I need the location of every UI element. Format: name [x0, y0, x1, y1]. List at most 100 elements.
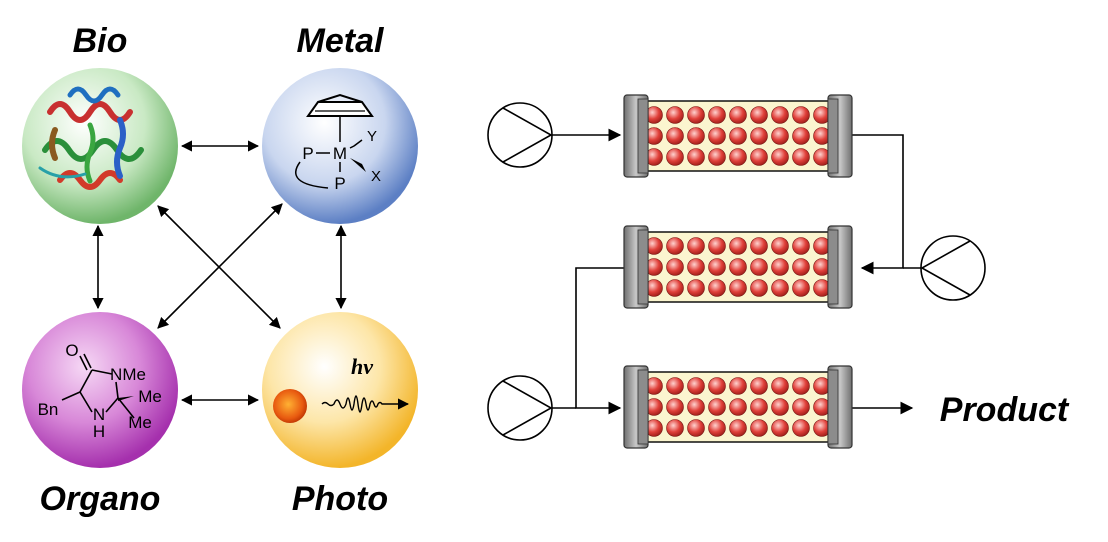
catalyst-bead [729, 398, 747, 416]
catalyst-bead [708, 127, 726, 145]
catalyst-bead [729, 419, 747, 437]
catalyst-bead [687, 279, 705, 297]
reactor-cap-flange [827, 98, 839, 174]
organo-me-lower: Me [128, 413, 152, 432]
catalyst-bead [666, 258, 684, 276]
catalyst-bead [792, 148, 810, 166]
catalyst-bead [687, 148, 705, 166]
reactor-cap-flange [637, 98, 649, 174]
catalyst-bead [771, 148, 789, 166]
arrow-metal-organo [157, 203, 283, 329]
organo-bn: Bn [38, 400, 59, 419]
catalyst-bead [687, 258, 705, 276]
catalyst-bead [708, 398, 726, 416]
catalyst-bead [708, 258, 726, 276]
metal-node: P M Y X P [262, 68, 418, 224]
packed-bed-reactor-3 [623, 365, 853, 449]
catalyst-bead [687, 419, 705, 437]
catalyst-bead [750, 106, 768, 124]
catalyst-bead [666, 148, 684, 166]
pump-1-icon [487, 102, 553, 168]
metal-center: M [333, 144, 347, 163]
catalyst-bead [687, 106, 705, 124]
catalyst-bead [771, 279, 789, 297]
catalyst-bead [687, 398, 705, 416]
catalyst-bead [792, 398, 810, 416]
reactor-cap-flange [637, 229, 649, 305]
catalyst-bead [729, 258, 747, 276]
catalyst-bead [750, 419, 768, 437]
metal-p-bottom: P [334, 174, 345, 193]
catalyst-bead [750, 398, 768, 416]
pump-3-icon [487, 375, 553, 441]
catalyst-bead [729, 237, 747, 255]
catalyst-bead [687, 377, 705, 395]
packed-bed-reactor-2 [623, 225, 853, 309]
catalyst-bead [729, 127, 747, 145]
catalyst-bead [729, 279, 747, 297]
catalyst-bead [771, 419, 789, 437]
catalyst-bead [792, 419, 810, 437]
catalyst-bead [687, 127, 705, 145]
metal-ligand-x: X [371, 168, 381, 185]
photo-hv-label: hv [351, 354, 373, 379]
bio-node [22, 68, 178, 224]
catalyst-bead [666, 106, 684, 124]
catalyst-bead [750, 237, 768, 255]
flow-lines [550, 128, 922, 415]
catalyst-bead [708, 148, 726, 166]
catalysis-arrows [92, 140, 347, 406]
sun-icon [273, 389, 307, 423]
catalyst-bead [666, 127, 684, 145]
organo-h: H [93, 422, 105, 441]
catalyst-bead [708, 106, 726, 124]
photo-title: Photo [292, 480, 388, 518]
metal-title: Metal [297, 22, 385, 60]
bio-title: Bio [73, 22, 128, 60]
catalyst-bead [666, 398, 684, 416]
catalyst-bead [666, 279, 684, 297]
catalyst-bead [729, 106, 747, 124]
catalyst-bead [750, 377, 768, 395]
organo-me-upper: Me [138, 387, 162, 406]
catalyst-bead [666, 237, 684, 255]
catalyst-bead [792, 279, 810, 297]
protein-ribbon-icon [38, 86, 144, 190]
pump-2-icon [920, 235, 986, 301]
catalyst-bead [771, 258, 789, 276]
catalyst-bead [771, 398, 789, 416]
organo-node: O NMe Bn N H Me Me [22, 312, 178, 468]
catalyst-bead [750, 148, 768, 166]
photo-node: hv [262, 312, 418, 468]
catalyst-bead [708, 419, 726, 437]
organo-nme: NMe [110, 365, 146, 384]
catalyst-bead [729, 148, 747, 166]
catalyst-bead [750, 127, 768, 145]
imidazolidinone-icon [61, 353, 135, 419]
reactor-cap-flange [827, 229, 839, 305]
catalyst-bead [792, 127, 810, 145]
catalyst-bead [687, 237, 705, 255]
catalyst-bead [771, 237, 789, 255]
catalyst-bead [708, 377, 726, 395]
organo-title: Organo [40, 480, 161, 518]
catalyst-bead [792, 106, 810, 124]
catalyst-bead [750, 258, 768, 276]
catalyst-bead [666, 419, 684, 437]
metal-p-left: P [302, 144, 313, 163]
product-label: Product [940, 391, 1070, 429]
catalyst-bead [771, 106, 789, 124]
catalyst-bead [771, 127, 789, 145]
catalyst-bead [792, 377, 810, 395]
catalyst-bead [666, 377, 684, 395]
light-wave-icon [321, 395, 410, 413]
catalyst-bead [708, 279, 726, 297]
packed-bed-reactor-1 [623, 94, 853, 178]
catalyst-bead [792, 237, 810, 255]
catalyst-bead [729, 377, 747, 395]
catalyst-bead [750, 279, 768, 297]
catalyst-bead [792, 258, 810, 276]
metal-ligand-y: Y [367, 128, 377, 145]
cyclopentadienyl-icon [306, 93, 374, 142]
